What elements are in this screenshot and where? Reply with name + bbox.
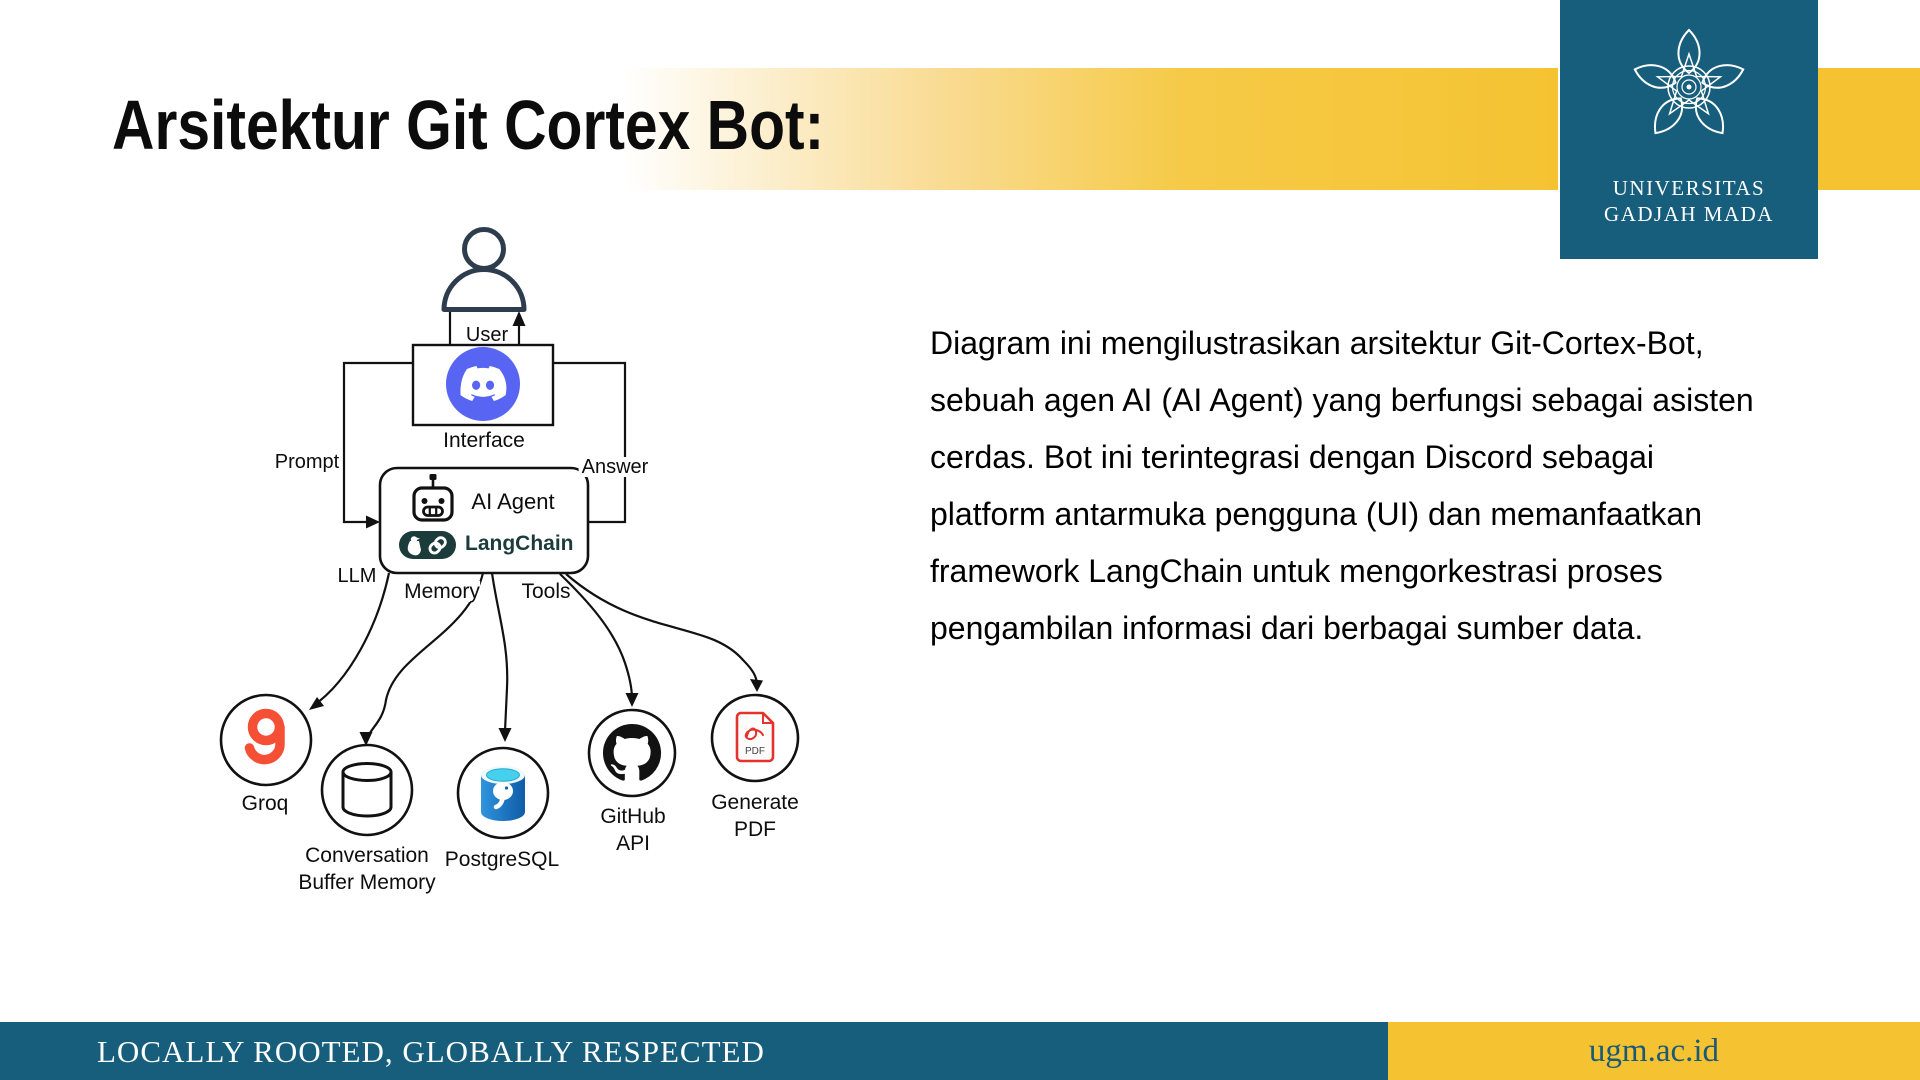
slide-description: Diagram ini mengilustrasikan arsitektur … [930, 325, 1754, 646]
university-name-line1: UNIVERSITAS [1612, 176, 1766, 200]
arrowheads [309, 679, 763, 746]
prompt-edge-label: Prompt [274, 451, 340, 473]
postgresql-node-label: PostgreSQL [444, 848, 560, 871]
edge-github [559, 573, 634, 700]
groq-icon [244, 708, 285, 765]
generate-pdf-node-label: Generate PDF [711, 791, 799, 841]
github-node [587, 708, 677, 798]
postgresql-icon [481, 766, 525, 821]
langchain-label: LangChain [465, 532, 574, 555]
conversation-memory-node-label: Conversation Buffer Memory [298, 844, 436, 894]
footer-tagline: LOCALLY ROOTED, GLOBALLY RESPECTED [97, 1034, 765, 1069]
edge-llm-groq [312, 572, 391, 707]
agent-output-connectors [312, 572, 759, 740]
edge-postgres [490, 572, 509, 732]
pdf-badge-text: PDF [745, 746, 765, 757]
title-highlight-band [0, 68, 1558, 190]
footer-bar: LOCALLY ROOTED, GLOBALLY RESPECTED [0, 1022, 1388, 1080]
edge-memory-buffer [365, 572, 485, 740]
arrow-to-user [512, 311, 526, 326]
llm-edge-label: LLM [337, 565, 377, 587]
edge-pdf [565, 573, 759, 684]
github-api-node-label: GitHub API [600, 805, 666, 855]
pdf-icon: PDF [735, 711, 775, 763]
tools-edge-label: Tools [521, 580, 571, 603]
user-icon [441, 227, 527, 312]
database-icon [341, 762, 393, 818]
robot-icon [412, 474, 454, 522]
title-band-right-segment [1818, 68, 1920, 190]
answer-edge-label: Answer [578, 457, 652, 477]
discord-icon [446, 347, 520, 421]
footer-website: ugm.ac.id [1588, 1033, 1720, 1069]
langchain-icon [399, 531, 456, 559]
university-name: UNIVERSITAS GADJAH MADA [1560, 175, 1818, 227]
prompt-connector [342, 361, 413, 524]
user-label: User [465, 324, 509, 346]
ai-agent-label: AI Agent [471, 489, 555, 514]
prompt-arrowhead [366, 515, 380, 529]
footer-website-band: ugm.ac.id [1388, 1022, 1920, 1080]
answer-connector [553, 361, 627, 524]
interface-label: Interface [443, 429, 525, 452]
memory-edge-label: Memory [404, 580, 480, 603]
university-name-line2: GADJAH MADA [1604, 202, 1774, 226]
ugm-emblem-icon [1633, 28, 1745, 135]
page-title: Arsitektur Git Cortex Bot: [112, 86, 825, 164]
github-icon [603, 724, 662, 781]
university-logo: UNIVERSITAS GADJAH MADA [1560, 0, 1818, 259]
user-interface-connectors [448, 312, 521, 345]
groq-node-label: Groq [241, 792, 289, 815]
